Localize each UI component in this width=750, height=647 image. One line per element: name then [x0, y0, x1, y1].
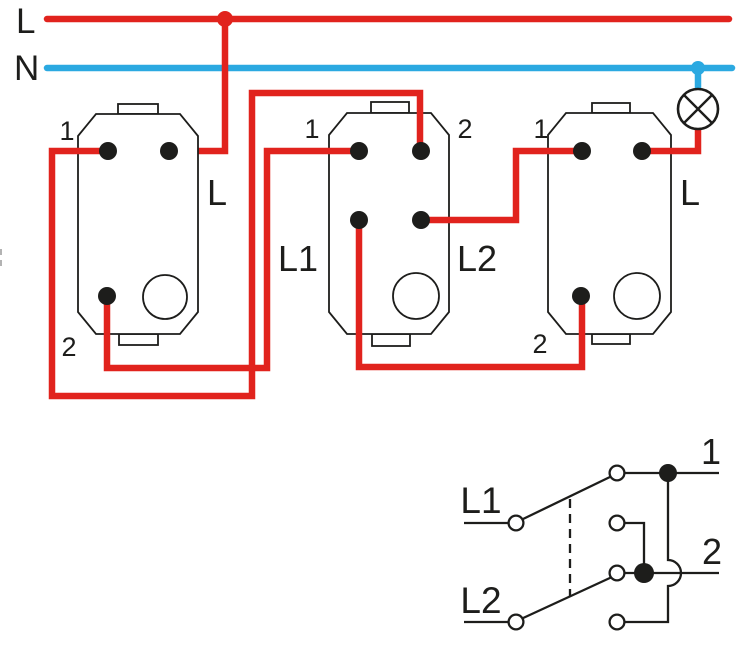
switch-1-common-label: L: [207, 172, 227, 213]
switch-1-terminal-common-dot: [160, 142, 178, 160]
schematic-contact-lower-mid: [608, 564, 626, 582]
schematic-contact-bottom: [608, 613, 626, 631]
switch-2-terminal-1-dot: [350, 142, 368, 160]
switch-2-terminal-l1-label: L1: [278, 238, 318, 279]
switch-3-rocker: [613, 272, 661, 320]
switch-1-terminal-1-dot: [99, 142, 117, 160]
switch-3-terminal-1-label: 1: [533, 114, 548, 144]
switch-2-terminal-1-label: 1: [304, 114, 319, 144]
switch-2: [328, 101, 450, 347]
switch-1-terminal-1-label: 1: [59, 116, 74, 146]
wire-sw2-l1-to-sw3-t2: [355, 220, 586, 371]
schematic-junction-2-dot: [634, 563, 654, 583]
schematic-blade-l2: [520, 575, 613, 621]
schematic-l2-label: L2: [460, 580, 501, 621]
schematic-l2-contact: [507, 613, 525, 631]
neutral-junction-dot: [691, 61, 705, 75]
switch-2-terminal-2-dot: [412, 142, 430, 160]
schematic-contact-upper-mid: [608, 514, 626, 532]
live-line-label: L: [16, 2, 35, 41]
switch-3-common-label: L: [680, 172, 700, 213]
switch-2-terminal-2-label: 2: [457, 114, 472, 144]
switch-2-rocker: [392, 272, 440, 320]
switch-1-mounting-tab-bottom: [118, 333, 159, 346]
switch-1-terminal-2-label: 2: [61, 332, 76, 362]
schematic-crossover-link-a: [617, 521, 646, 573]
terminals: [98, 142, 651, 305]
switch-3-terminal-1-dot: [573, 142, 591, 160]
switch-3-terminal-2-dot: [572, 287, 590, 305]
switch-1-rocker: [142, 274, 188, 320]
schematic-contact-top: [608, 464, 626, 482]
wire-sw1-t2-to-sw2-t1: [103, 147, 359, 372]
switch-2-terminal-l1-dot: [350, 211, 368, 229]
switch-3-mounting-tab-top: [591, 102, 631, 114]
switch-3: [547, 102, 672, 345]
switch-2-terminal-l2-label: L2: [457, 238, 497, 279]
switch-2-mounting-tab-bottom: [371, 333, 411, 347]
intermediate-switch-schematic: 1 2 L1 L2: [460, 431, 722, 631]
wire-sw2-l2-to-sw3-t1: [421, 147, 582, 224]
schematic-output-1-label: 1: [701, 431, 721, 472]
schematic-l1-label: L1: [460, 480, 501, 521]
schematic-blade-l1: [520, 474, 613, 522]
switch-1: [77, 103, 199, 346]
switch-2-mounting-tab-top: [370, 101, 410, 114]
switch-3-mounting-tab-bottom: [591, 333, 631, 345]
switch-1-mounting-tab-top: [117, 103, 159, 115]
neutral-line-label: N: [14, 49, 39, 88]
labels: L N 1 2 L 1 2 L1 L2 1 2 L: [14, 2, 700, 362]
schematic-l1-contact: [507, 514, 525, 532]
switch-1-terminal-2-dot: [98, 287, 116, 305]
switch-3-terminal-common-dot: [633, 142, 651, 160]
schematic-output-2-label: 2: [702, 531, 722, 572]
schematic-junction-1-dot: [659, 464, 677, 482]
schematic-crossover-link-b-with-hop: [617, 473, 683, 624]
lamp-icon: [676, 87, 720, 131]
switch-3-terminal-2-label: 2: [532, 329, 547, 359]
wire-sw1-t1-to-sw2-t2: [48, 89, 424, 400]
switch-2-terminal-l2-dot: [412, 211, 430, 229]
lamp-cross-icon: [683, 94, 713, 124]
live-junction-dot: [217, 11, 233, 27]
